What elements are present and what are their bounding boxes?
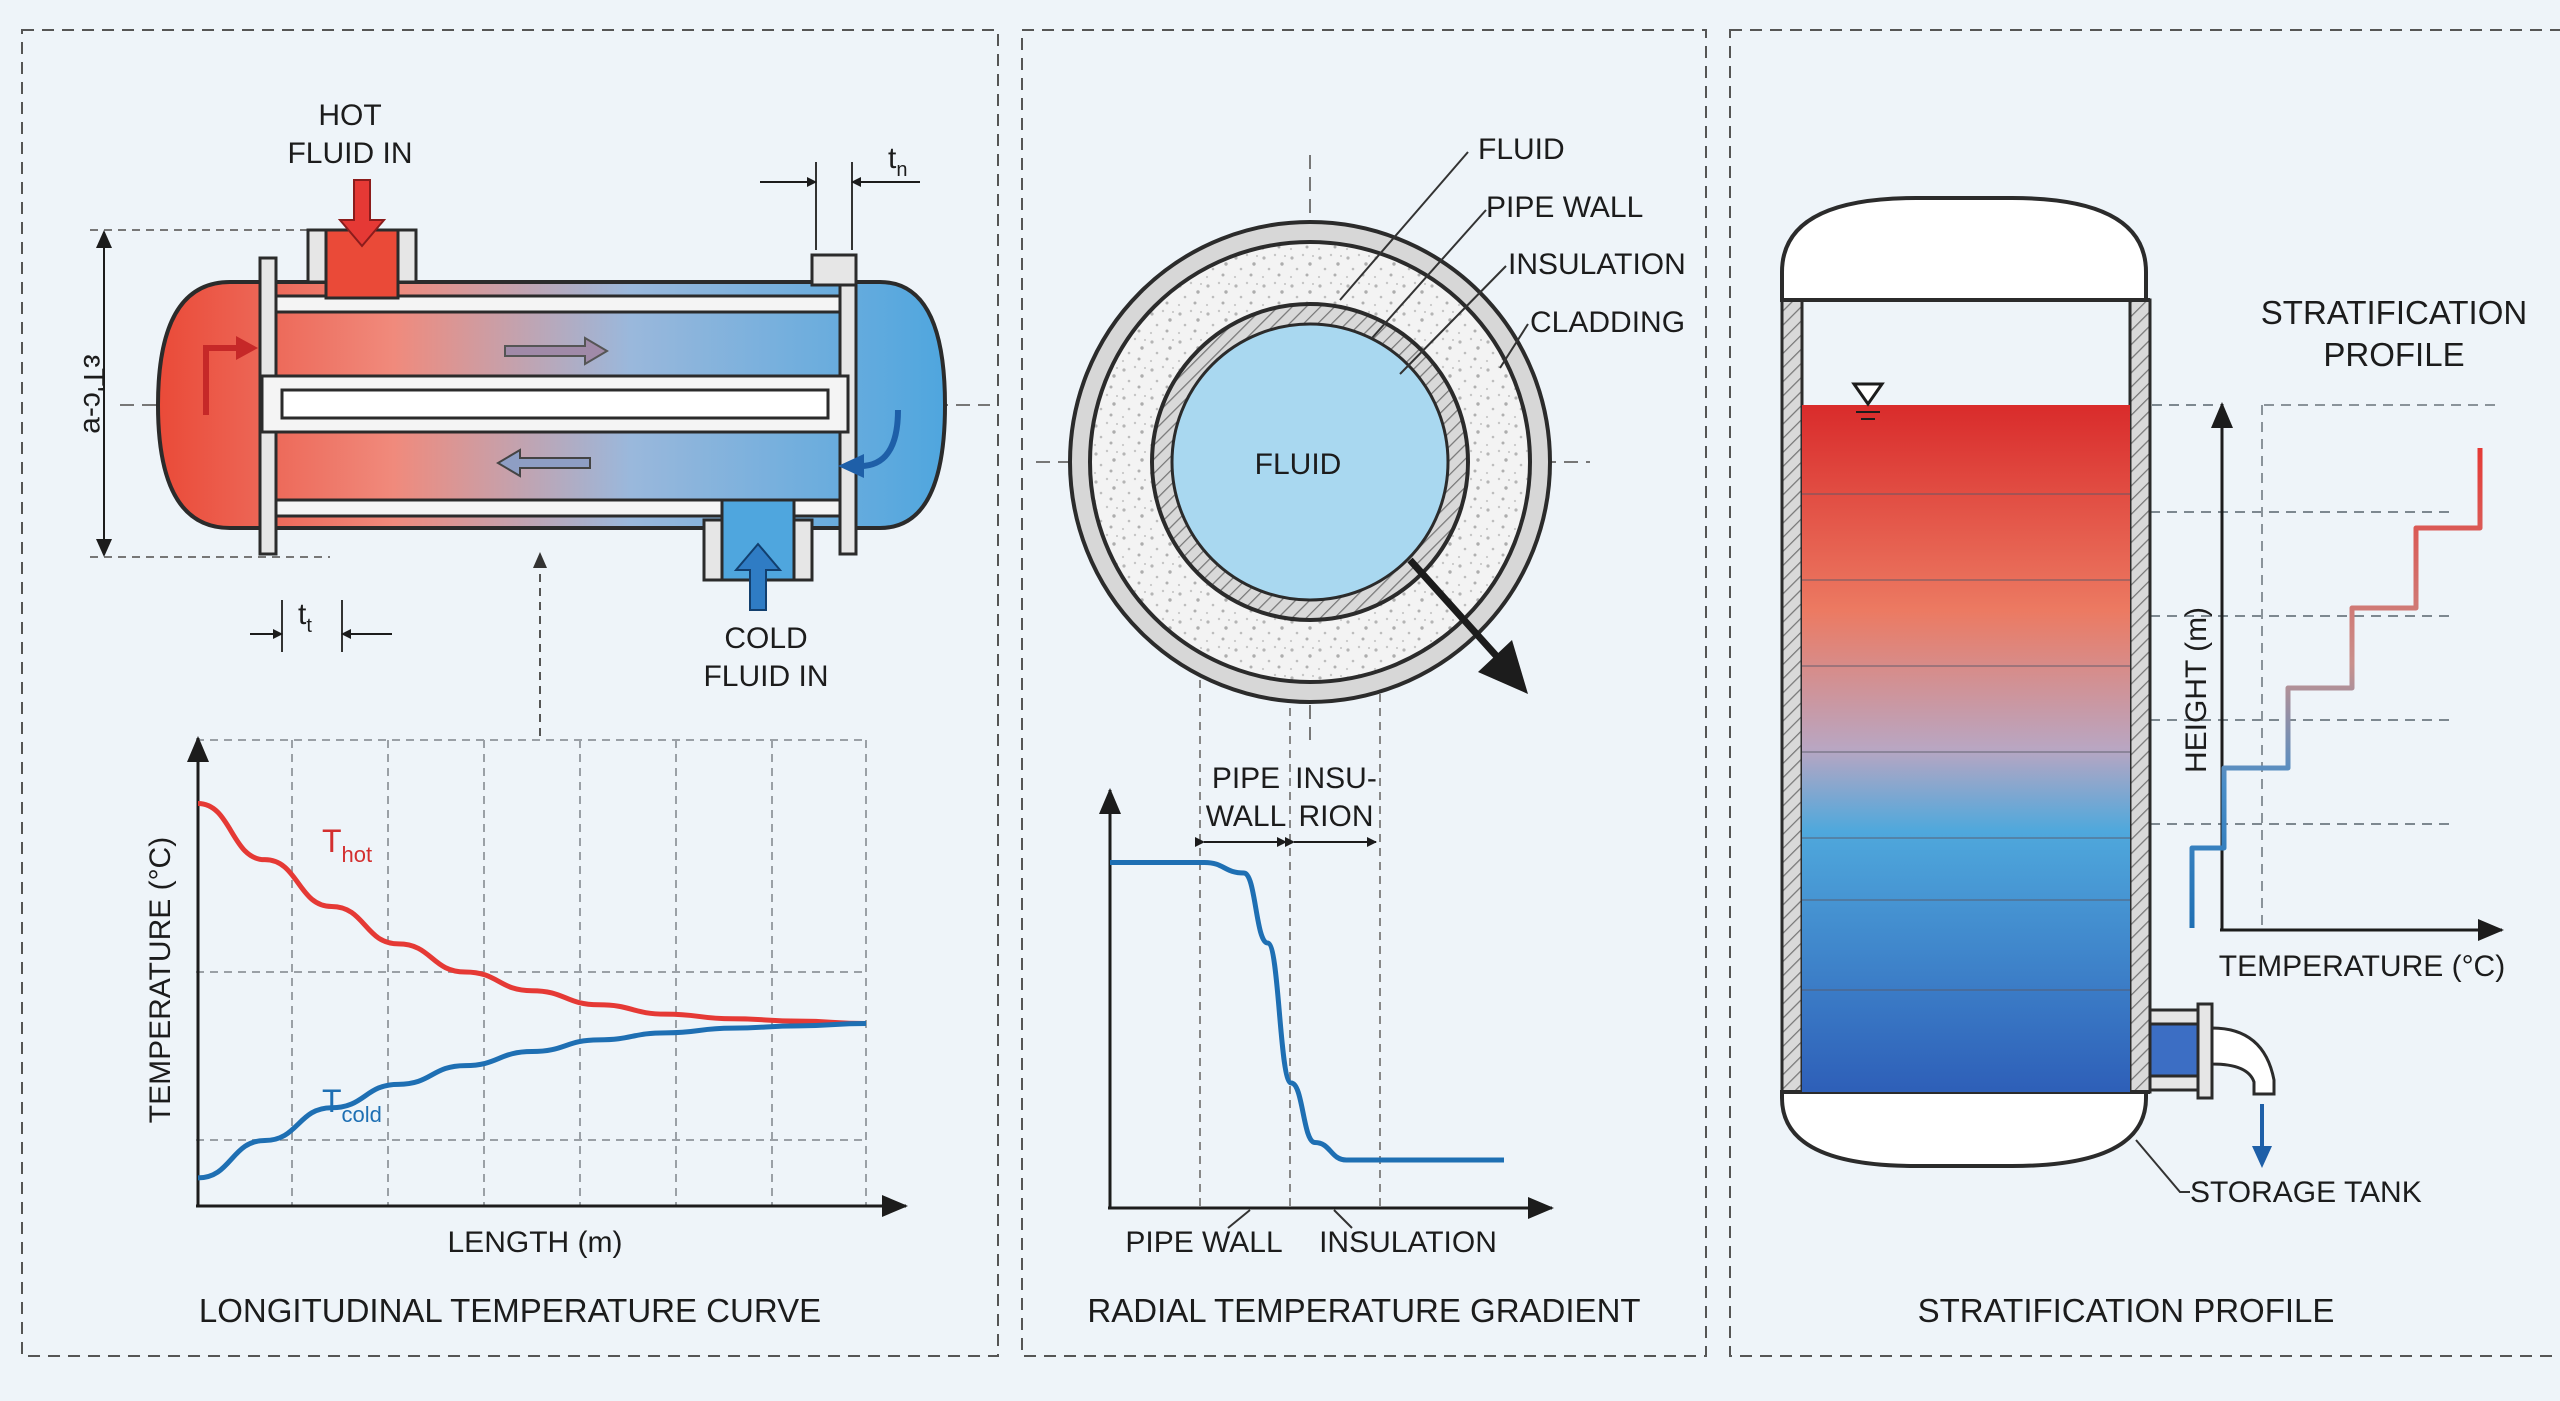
stratification-chart [2189, 402, 2504, 941]
svg-text:FLUID IN: FLUID IN [287, 137, 412, 170]
layer-label-pipe-wall: PIPE WALL [1486, 191, 1643, 224]
profile-title: STRATIFICATION PROFILE [2261, 294, 2527, 373]
mid-chart-title: RADIAL TEMPERATURE GRADIENT [1087, 1292, 1640, 1329]
svg-text:PROFILE: PROFILE [2323, 336, 2464, 373]
right-chart-title: STRATIFICATION PROFILE [1918, 1292, 2335, 1329]
profile-series-line [2189, 448, 2483, 928]
cold-turn-arrow [859, 409, 901, 469]
layer-label-cladding: CLADDING [1530, 306, 1685, 339]
panel-right-frame [1729, 29, 2560, 1357]
svg-text:WALL: WALL [1206, 800, 1287, 833]
right-ylabel: HEIGHT (m) [2180, 607, 2213, 773]
svg-text:FLUID IN: FLUID IN [703, 660, 828, 693]
dim-tt-label: tt [298, 598, 312, 637]
dim-insulation-label: INSU- RION [1295, 762, 1377, 833]
cold-inlet-arrow [733, 542, 783, 611]
right-xlabel: TEMPERATURE (°C) [2219, 950, 2505, 983]
hot-inlet-arrow [337, 179, 387, 248]
hot-inlet-label: HOT FLUID IN [287, 99, 412, 170]
tank-bottom-dome [1780, 1090, 2148, 1168]
tank-top-dome [1780, 196, 2148, 302]
fluid-core [1170, 322, 1450, 602]
hot-turn-arrow [203, 345, 240, 415]
panel-mid-frame [1021, 29, 1707, 1357]
tcold-series-line [197, 1020, 867, 1181]
svg-text:STRATIFICATION: STRATIFICATION [2261, 294, 2527, 331]
center-fluid-label: FLUID [1255, 448, 1342, 481]
flow-right-arrow [504, 336, 609, 366]
radial-chart [1099, 788, 1554, 1229]
heat-exchanger [90, 162, 990, 740]
flow-left-arrow [496, 448, 591, 478]
storage-tank [1780, 196, 2450, 1193]
left-chart-grid [196, 739, 867, 1205]
bottom-label-pipe-wall: PIPE WALL [1125, 1226, 1282, 1259]
layer-label-fluid: FLUID [1478, 133, 1565, 166]
svg-text:HOT: HOT [318, 99, 381, 132]
thot-label: Thot [322, 823, 372, 867]
longitudinal-chart [187, 736, 908, 1217]
panel-left-frame [21, 29, 999, 1357]
water-level-icon [1851, 382, 1885, 407]
profile-series-line [1110, 859, 1504, 1163]
cold-inlet-label: COLD FLUID IN [703, 622, 828, 693]
bottom-label-insulation: INSULATION [1319, 1226, 1497, 1259]
tank-fluid [1802, 405, 2130, 1092]
dim-pipe-wall-label: PIPE WALL [1206, 762, 1287, 833]
left-chart-title: LONGITUDINAL TEMPERATURE CURVE [199, 1292, 821, 1329]
dim-side-label: ɛT'c-ɐ [77, 354, 110, 433]
outlet-arrow [2252, 1146, 2272, 1168]
left-xlabel: LENGTH (m) [448, 1226, 623, 1259]
outlet-pipe [2210, 1026, 2276, 1096]
svg-text:RION: RION [1299, 800, 1374, 833]
svg-text:COLD: COLD [724, 622, 807, 655]
dim-tn-label: tn [888, 142, 907, 181]
thot-series-line [197, 801, 867, 1026]
layer-label-insulation: INSULATION [1508, 248, 1686, 281]
tcold-label: Tcold [322, 1083, 382, 1127]
left-ylabel: TEMPERATURE (°C) [144, 837, 177, 1123]
pipe-cross-section [1036, 151, 1590, 1210]
svg-text:PIPE: PIPE [1212, 762, 1280, 795]
storage-tank-label: STORAGE TANK [2190, 1176, 2422, 1209]
svg-text:INSU-: INSU- [1295, 762, 1377, 795]
